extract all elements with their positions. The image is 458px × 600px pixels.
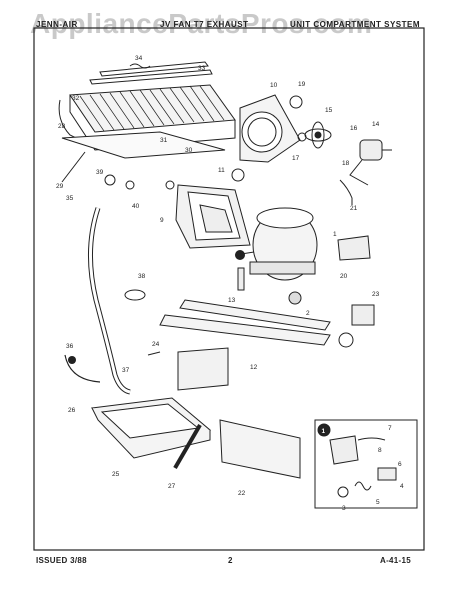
part-number-labels: 34 33 10 19 32 28 31 30 15 16 14 29 39 1… [56, 55, 404, 512]
grommet-2 [288, 291, 302, 305]
part-number: 5 [376, 499, 380, 506]
base-rail [159, 299, 331, 346]
part-number: 25 [112, 471, 120, 478]
watermark: AppliancePartsPros.com [30, 8, 373, 39]
coil-assembly [175, 184, 251, 249]
part-number: 2 [306, 310, 310, 317]
part-number: 26 [68, 407, 76, 414]
detail-inset [314, 419, 418, 509]
detail-marker [235, 250, 245, 260]
clamp-38 [124, 289, 146, 301]
part-3 [338, 332, 354, 348]
part-number: 23 [372, 291, 380, 298]
drain-cap [68, 356, 76, 364]
part-number: 17 [292, 155, 300, 162]
compressor [234, 207, 318, 281]
footer-issued: ISSUED 3/88 [36, 556, 87, 565]
header-section: UNIT COMPARTMENT SYSTEM [290, 20, 421, 29]
condenser-coil [58, 84, 236, 151]
wire-21 [339, 179, 353, 205]
cover-panel [219, 419, 301, 479]
part-number: 38 [138, 273, 146, 280]
part-number: 39 [96, 169, 104, 176]
nut-17 [297, 132, 307, 142]
part-number: 12 [250, 364, 258, 371]
part-number: 14 [372, 121, 380, 128]
leader-29 [61, 151, 86, 183]
baffle-plate [61, 131, 226, 159]
part-number: 20 [340, 273, 348, 280]
fan-motor [349, 139, 392, 186]
mount-panel [177, 347, 229, 391]
drain-pan [90, 397, 212, 459]
part-number: 18 [342, 160, 350, 167]
part-number: 13 [228, 297, 236, 304]
part-number: 8 [378, 447, 382, 454]
part-number: 40 [132, 203, 140, 210]
fan-shroud [239, 94, 301, 163]
clip-40 [125, 180, 135, 190]
part-number: 11 [218, 167, 225, 174]
part-number: 3 [342, 505, 346, 512]
part-number: 27 [168, 483, 176, 490]
part-number: 33 [198, 65, 206, 72]
footer-page-number: 2 [228, 556, 233, 565]
clip-39 [104, 174, 116, 186]
fan-blade [304, 121, 332, 149]
part-number: 21 [350, 205, 358, 212]
part-number: 4 [400, 483, 404, 490]
part-number: 6 [398, 461, 402, 468]
part-number: 34 [135, 55, 143, 62]
part-number: 28 [58, 123, 66, 130]
part-number: 16 [350, 125, 358, 132]
capacitor-23 [351, 304, 375, 326]
drain-loop [64, 354, 101, 383]
header-model: JV FAN T7 EXHAUST [160, 20, 249, 29]
part-number: 37 [122, 367, 130, 374]
part-number: 22 [238, 490, 246, 497]
diagram-frame [33, 27, 425, 551]
part-number: 30 [185, 147, 193, 154]
part-number: 24 [152, 341, 160, 348]
part-number: 36 [66, 343, 74, 350]
relay-20 [337, 235, 371, 261]
drier-13 [237, 267, 245, 291]
clamp-11 [231, 168, 245, 182]
part-number: 31 [160, 137, 168, 144]
part-number: 15 [325, 107, 333, 114]
footer-diagram-code: A-41-15 [380, 556, 412, 565]
part-number: 35 [66, 195, 74, 202]
part-number: 32 [72, 95, 80, 102]
inset-label: 1 [322, 428, 326, 435]
header-brand: JENN-AIR [36, 20, 78, 29]
drain-tube-27 [173, 423, 202, 470]
grommet-19 [289, 95, 303, 109]
part-number: 7 [388, 425, 392, 432]
top-rail [89, 61, 213, 85]
part-number: 10 [270, 82, 278, 89]
part-number: 9 [160, 217, 164, 224]
part-number: 1 [333, 231, 337, 238]
clip-31 [165, 180, 175, 190]
part-number: 19 [298, 81, 306, 88]
part-number: 29 [56, 183, 64, 190]
